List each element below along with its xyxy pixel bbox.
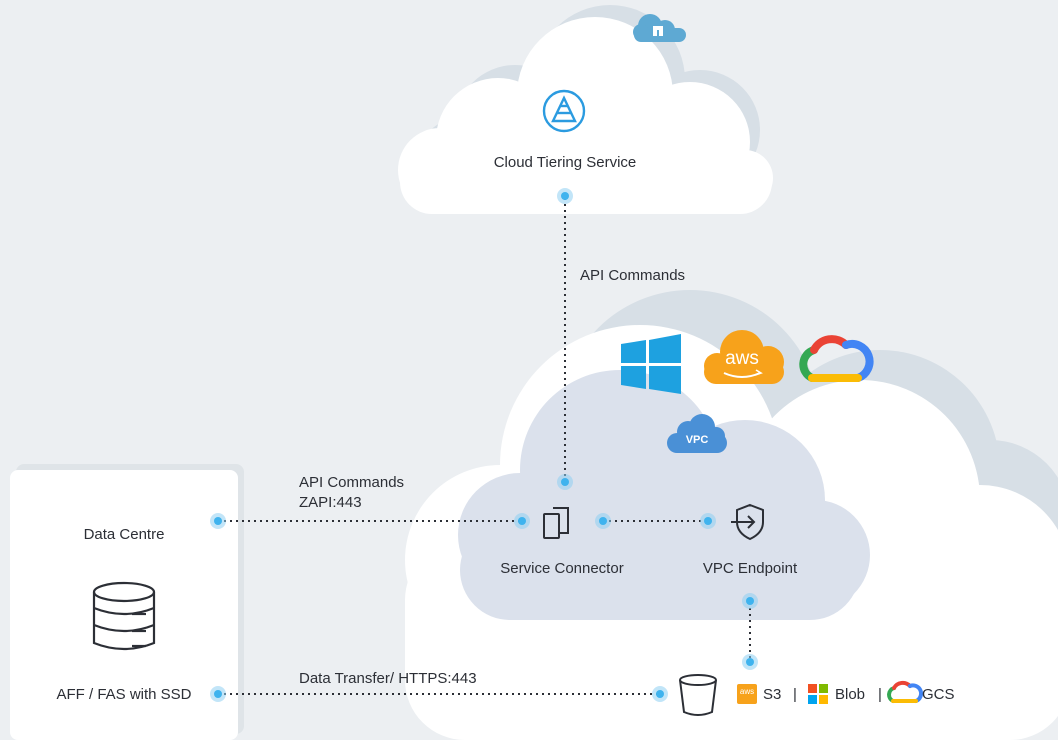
s3-label: S3: [763, 686, 782, 703]
vpc-endpoint-icon: [731, 503, 764, 541]
aws-small-text: aws: [739, 687, 755, 696]
service-connector-icon: [543, 507, 569, 539]
zapi-port-label: ZAPI:443: [299, 494, 362, 511]
vpc-badge-label: VPC: [685, 434, 709, 446]
connection-dot: [746, 597, 754, 605]
aws-cloud-icon: [704, 330, 784, 384]
connection-dot: [656, 690, 664, 698]
separator-1: |: [793, 686, 797, 703]
connection-dot: [518, 517, 526, 525]
data-centre-panel: [10, 470, 238, 740]
connection-dot: [214, 690, 222, 698]
vpc-cloud: [458, 370, 870, 620]
google-cloud-icon: [799, 335, 874, 382]
storage-label: AFF / FAS with SSD: [56, 686, 192, 703]
connection-dot: [561, 478, 569, 486]
azure-blob-icon: [808, 684, 828, 704]
cloud-tiering-cloud: [398, 17, 773, 214]
connection-dot: [599, 517, 607, 525]
cloud-tiering-icon: [542, 89, 586, 133]
api-commands-top-label: API Commands: [580, 267, 686, 284]
api-commands-left-label: API Commands: [299, 474, 405, 491]
cloud-tiering-label: Cloud Tiering Service: [493, 154, 637, 171]
separator-2: |: [878, 686, 882, 703]
blob-label: Blob: [835, 686, 866, 703]
connection-dot: [561, 192, 569, 200]
connection-dot: [704, 517, 712, 525]
service-connector-label: Service Connector: [500, 560, 624, 577]
database-server-icon: [92, 581, 156, 651]
data-transfer-label: Data Transfer/ HTTPS:443: [299, 670, 477, 687]
connection-dot: [746, 658, 754, 666]
vpc-badge-icon: [667, 414, 727, 453]
aws-s3-icon: [737, 684, 757, 704]
storage-bucket-icon: [679, 674, 717, 716]
gcs-icon: [887, 680, 924, 703]
netapp-cloud-icon: [633, 14, 686, 42]
aws-logo-text: aws: [725, 348, 759, 369]
data-centre-label: Data Centre: [83, 526, 165, 543]
vpc-endpoint-label: VPC Endpoint: [702, 560, 798, 577]
gcs-label: GCS: [922, 686, 955, 703]
connection-dot: [214, 517, 222, 525]
windows-logo-icon: [621, 334, 681, 394]
